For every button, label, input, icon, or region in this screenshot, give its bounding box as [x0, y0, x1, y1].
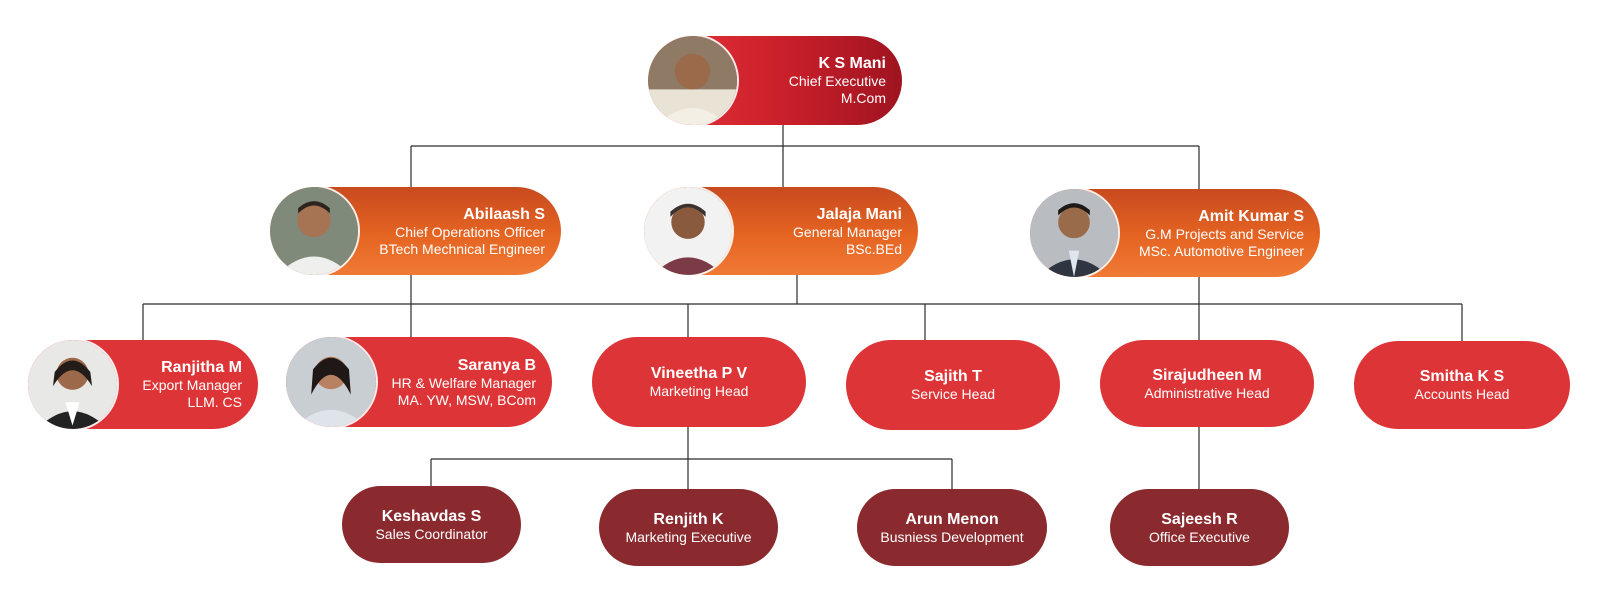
node-qualification: M.Com [840, 90, 886, 107]
node-qualification: LLM. CS [187, 394, 242, 411]
connector-marketing-to-staff [430, 427, 953, 489]
node-name: Amit Kumar S [1198, 207, 1304, 225]
org-node-ks-mani[interactable]: K S Mani Chief Executive M.Com [648, 36, 902, 125]
org-node-sirajudheen-m[interactable]: Sirajudheen M Administrative Head [1100, 340, 1314, 427]
node-role: Busniess Development [880, 528, 1024, 545]
node-name: K S Mani [818, 55, 886, 73]
node-role: Administrative Head [1144, 384, 1270, 401]
org-node-jalaja-mani[interactable]: Jalaja Mani General Manager BSc.BEd [644, 187, 918, 275]
org-node-saranya-b[interactable]: Saranya B HR & Welfare Manager MA. YW, M… [286, 337, 552, 427]
node-role: Marketing Executive [625, 528, 752, 545]
node-name: Arun Menon [905, 510, 999, 528]
org-node-ranjitha-m[interactable]: Ranjitha M Export Manager LLM. CS [28, 340, 258, 429]
org-node-arun-menon[interactable]: Arun Menon Busniess Development [857, 489, 1047, 566]
node-role: HR & Welfare Manager [391, 374, 536, 391]
node-name: Keshavdas S [381, 507, 482, 525]
org-node-amit-kumar-s[interactable]: Amit Kumar S G.M Projects and Service MS… [1030, 189, 1320, 277]
node-qualification: BTech Mechnical Engineer [379, 240, 545, 257]
person-photo-icon [270, 187, 358, 275]
org-node-smitha-k-s[interactable]: Smitha K S Accounts Head [1354, 341, 1570, 429]
node-name: Abilaash S [463, 205, 545, 223]
person-photo-icon [286, 337, 376, 427]
org-node-keshavdas-s[interactable]: Keshavdas S Sales Coordinator [342, 486, 521, 563]
node-qualification: MA. YW, MSW, BCom [397, 391, 536, 408]
person-photo-icon [1030, 189, 1118, 277]
node-name: Sirajudheen M [1152, 366, 1262, 384]
connector-ceo-to-executives [410, 125, 1200, 189]
node-role: Sales Coordinator [375, 525, 488, 542]
node-role: Office Executive [1149, 528, 1250, 545]
node-name: Renjith K [653, 510, 724, 528]
node-role: Accounts Head [1414, 386, 1510, 403]
node-name: Vineetha P V [650, 365, 748, 382]
person-photo-icon [648, 36, 737, 125]
org-node-abilaash-s[interactable]: Abilaash S Chief Operations Officer BTec… [270, 187, 561, 275]
person-photo-icon [644, 187, 732, 275]
node-qualification: MSc. Automotive Engineer [1139, 242, 1304, 259]
person-photo-icon [28, 340, 117, 429]
node-role: Chief Executive [788, 73, 886, 90]
node-name: Sajith T [924, 368, 982, 385]
node-role: Chief Operations Officer [395, 223, 545, 240]
node-role: General Manager [793, 223, 902, 240]
org-node-vineetha-p-v[interactable]: Vineetha P V Marketing Head [592, 337, 806, 427]
node-role: Export Manager [142, 377, 242, 394]
node-role: G.M Projects and Service [1145, 225, 1304, 242]
node-name: Ranjitha M [161, 359, 242, 377]
node-name: Sajeesh R [1161, 510, 1238, 528]
connector-executives-to-heads [142, 275, 1463, 341]
org-node-sajeesh-r[interactable]: Sajeesh R Office Executive [1110, 489, 1289, 566]
node-qualification: BSc.BEd [845, 240, 902, 257]
node-role: Marketing Head [649, 383, 749, 400]
node-name: Smitha K S [1419, 368, 1505, 385]
node-name: Jalaja Mani [816, 205, 902, 223]
node-name: Saranya B [457, 356, 536, 374]
org-node-renjith-k[interactable]: Renjith K Marketing Executive [599, 489, 778, 566]
node-role: Service Head [910, 386, 996, 403]
org-node-sajith-t[interactable]: Sajith T Service Head [846, 340, 1060, 430]
